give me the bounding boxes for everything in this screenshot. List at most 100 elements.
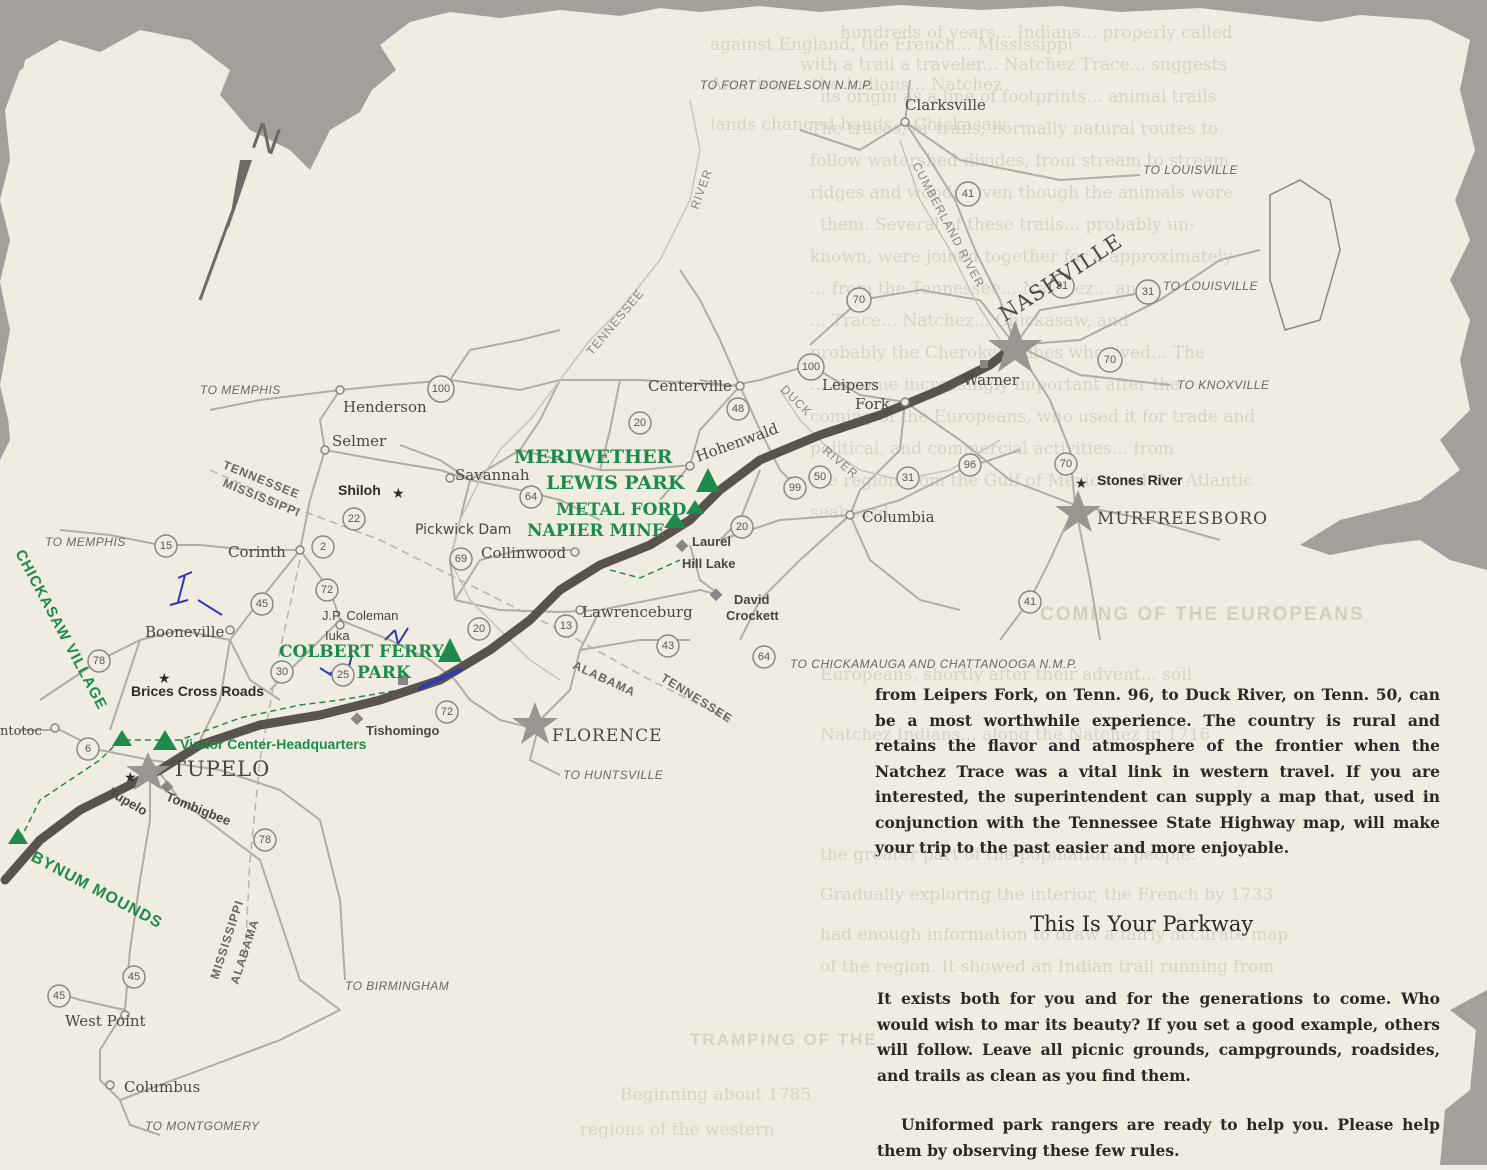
tree-icon [153,730,177,750]
highway-13-label: 13 [560,620,572,632]
highway-41-label: 41 [1024,596,1036,608]
highway-31-label: 31 [1142,286,1154,298]
town-iuka: Iuka [325,628,350,643]
paragraph-rangers: Uniformed park rangers are ready to help… [877,1112,1440,1163]
paragraph-text: It exists both for you and for the gener… [877,989,1440,1085]
tree-icon [8,828,28,844]
city-stars [126,320,1101,790]
highway-78-label: 78 [93,655,105,667]
destination-labels: TO FORT DONELSON N.M.P. TO LOUISVILLE TO… [45,78,1270,1133]
dest-knoxville: TO KNOXVILLE [1177,378,1270,392]
highway-70-label: 70 [853,294,865,306]
svg-text:★: ★ [392,485,405,501]
svg-text:follow watershed divides, from: follow watershed divides, from stream to… [810,151,1229,171]
highway-99-label: 99 [789,482,801,494]
highway-45-label: 45 [53,990,65,1002]
town-david: David [734,592,769,607]
highway-20-label: 20 [634,417,646,429]
torn-flag-shape [1269,179,1341,331]
town-selmer: Selmer [332,432,387,450]
highway-96-label: 96 [964,459,976,471]
visitor-center-headquarters: Visitor Center-Headquarters [180,736,367,752]
town-lawrenceburg: Lawrenceburg [582,603,693,621]
town-tishomingo: Tishomingo [366,723,439,738]
highway-50-label: 50 [814,471,826,483]
svg-text:had enough information to draw: had enough information to draw a fairly … [820,925,1288,945]
svg-text:with a trail a traveler... Nat: with a trail a traveler... Natchez Trace… [800,55,1227,75]
svg-text:TRAMPING OF THE: TRAMPING OF THE [690,1030,878,1049]
tree-icon [696,468,720,492]
town-booneville: Booneville [145,623,224,641]
svg-text:... became increasingly import: ... became increasingly important after … [810,375,1180,395]
highway-70-label: 70 [1060,458,1072,470]
svg-text:ridges and woods, even though: ridges and woods, even though the animal… [810,183,1233,203]
dest-chickamauga: TO CHICKAMAUGA AND CHATTANOOGA N.M.P. [790,657,1078,671]
highway-72-label: 72 [441,706,453,718]
town-west-point: West Point [65,1012,146,1030]
town-columbus: Columbus [124,1078,200,1096]
svg-text:Natchez Indians... along the N: Natchez Indians... along the Natchez in … [820,725,1210,745]
park-tree-icons [8,468,720,844]
highway-72-label: 72 [321,584,333,596]
park-meriwether-line2: LEWIS PARK [546,472,686,494]
park-jp-coleman: J.P. Coleman [322,608,398,623]
svg-text:of the region. It showed an In: of the region. It showed an Indian trail… [820,957,1274,977]
state-borders [209,469,731,961]
park-colbert-ferry-line2: PARK [357,663,412,683]
svg-text:political, and commercial acti: political, and commercial activities... … [810,439,1174,459]
town-henderson: Henderson [343,398,427,416]
svg-text:lands changed hands... Chickas: lands changed hands... Chickasaw [710,115,1007,135]
svg-text:against England, the French...: against England, the French... Mississip… [710,35,1074,55]
highway-31-label: 31 [902,472,914,484]
highway-45-label: 45 [128,971,140,983]
town-pontotoc: ntotoc [0,724,42,739]
dest-montgomery: TO MONTGOMERY [145,1119,260,1133]
poi-stones-river: Stones River [1097,472,1183,488]
town-centerville: Centerville [648,377,732,395]
show-through-text: hundreds of years... Indians... properly… [580,23,1363,1140]
town-markers [50,117,910,1090]
highway-64-label: 64 [758,651,770,663]
dest-memphis: TO MEMPHIS [45,535,126,549]
dest-fort-donelson: TO FORT DONELSON N.M.P. [700,78,873,92]
svg-text:its origin as a line of footpr: its origin as a line of footprints... an… [820,87,1216,107]
paragraph-text: from Leipers Fork, on Tenn. 96, to Duck … [875,685,1440,857]
tree-icon [112,730,132,746]
highway-2-label: 2 [320,541,326,553]
highway-100-label: 100 [802,361,820,373]
svg-text:Europeans, shortly after their: Europeans, shortly after their advent...… [820,665,1192,685]
town-warner: Warner [963,371,1020,389]
town-corinth: Corinth [228,543,286,561]
poi-brices-cross-roads: Brices Cross Roads [131,683,264,699]
highway-100-label: 100 [432,383,450,395]
dest-louisville: TO LOUISVILLE [1163,279,1258,293]
tree-icon [664,512,686,528]
park-meriwether-line1: MERIWETHER [514,446,673,468]
dest-huntsville: TO HUNTSVILLE [563,768,664,782]
paragraph-text: Uniformed park rangers are ready to help… [877,1115,1440,1160]
svg-text:Beginning about 1785: Beginning about 1785 [620,1085,811,1105]
highway-20-label: 20 [736,521,748,533]
dest-louisville: TO LOUISVILLE [1143,163,1238,177]
town-collinwood: Collinwood [481,544,566,562]
svg-text:Americans, the Indians... Natc: Americans, the Indians... Natchez [709,75,1002,95]
svg-text:the greater part of the popula: the greater part of the population... pe… [820,845,1196,865]
highway-shield-labels: 41 70 31 31 100 70 100 48 20 64 99 50 96… [53,188,1154,1002]
city-florence: FLORENCE [552,726,663,746]
town-savannah: Savannah [455,466,530,484]
rivers [449,99,1001,681]
svg-text:hundreds of years... Indians..: hundreds of years... Indians... properly… [840,23,1233,43]
town-pickwick-dam: Pickwick Dam [415,522,511,538]
paper-area [0,15,1487,1165]
highway-78-label: 78 [259,834,271,846]
park-metal-ford: METAL FORD [556,500,687,520]
highway-69-label: 69 [455,553,467,565]
town-crockett: Crockett [726,608,779,623]
tree-icon [686,500,704,514]
svg-text:them. Several of these trails.: them. Several of these trails... probabl… [820,215,1195,235]
svg-text:known, were joined together fo: known, were joined together for a approx… [810,247,1233,267]
highway-48-label: 48 [732,403,744,415]
town-hill-lake: Hill Lake [682,556,735,571]
town-leipers: Leipers [822,376,879,394]
